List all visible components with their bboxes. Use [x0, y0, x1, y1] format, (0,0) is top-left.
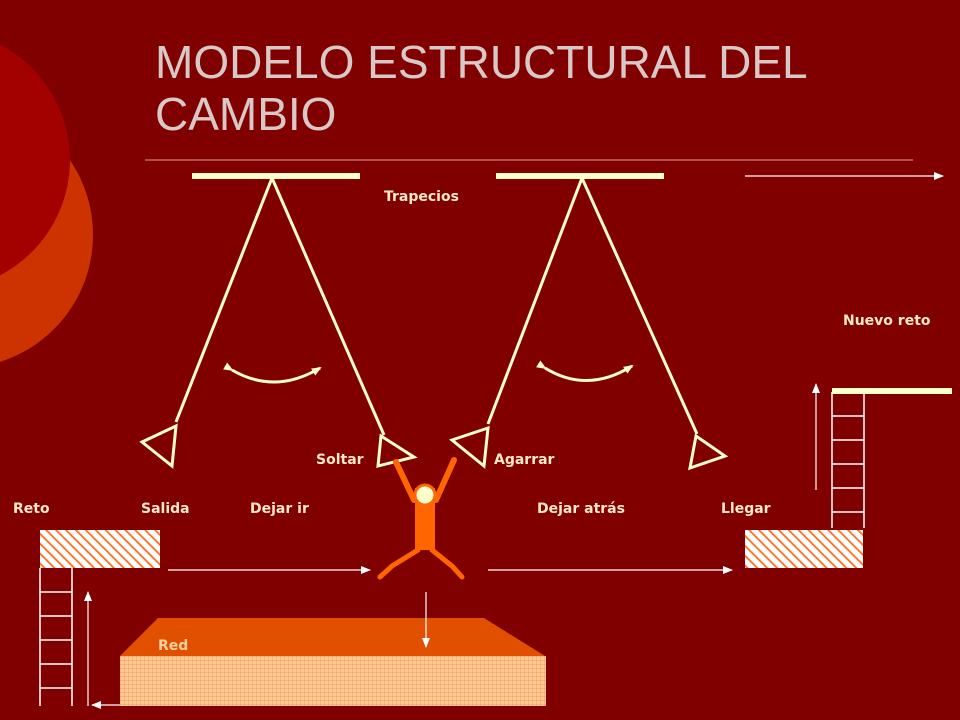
- label-nuevo-reto: Nuevo reto: [843, 313, 931, 329]
- label-agarrar: Agarrar: [494, 452, 555, 468]
- label-red: Red: [158, 638, 189, 654]
- arrival-platform: [745, 530, 863, 568]
- label-llegar: Llegar: [721, 501, 771, 517]
- label-trapecios: Trapecios: [384, 189, 459, 205]
- trapeze-right: [448, 173, 729, 471]
- decor-circle-dark: [0, 44, 70, 276]
- label-soltar: Soltar: [316, 452, 364, 468]
- safety-net: [120, 618, 546, 706]
- acrobat-figure: [377, 457, 465, 580]
- start-platform: [40, 530, 160, 568]
- trapeze-left: [139, 173, 418, 469]
- label-salida: Salida: [141, 501, 190, 517]
- slide-title: MODELO ESTRUCTURAL DEL CAMBIO: [155, 36, 808, 140]
- label-dejar-atras: Dejar atrás: [537, 501, 625, 517]
- label-dejar-ir: Dejar ir: [250, 501, 309, 517]
- left-ladder: [39, 568, 73, 706]
- right-ladder: [831, 392, 865, 528]
- label-reto: Reto: [13, 501, 50, 517]
